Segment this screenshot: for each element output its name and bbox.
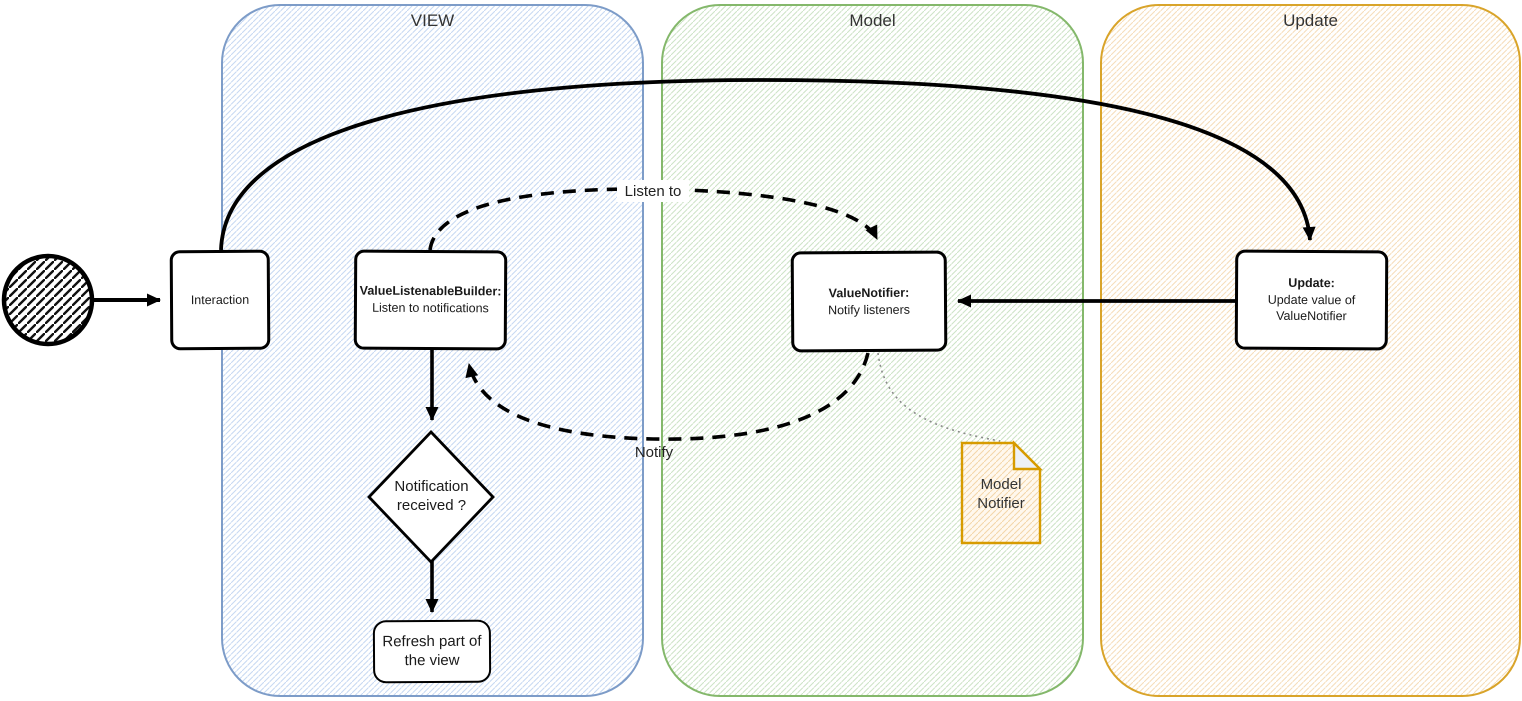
- value-notifier-node: ValueNotifier: Notify listeners: [790, 250, 948, 353]
- update-container: [1100, 4, 1521, 697]
- edge-notify: [465, 352, 870, 441]
- notify-edge-label: Notify: [634, 443, 674, 461]
- interaction-label: Interaction: [190, 292, 250, 307]
- edge-interaction-to-update: [219, 78, 1316, 251]
- refresh-node: Refresh part of the view: [372, 619, 492, 684]
- update-container-title: Update: [1283, 11, 1338, 30]
- model-container-title: Model: [849, 11, 896, 30]
- decision-diamond: [367, 429, 495, 565]
- note-label: Model Notifier: [977, 476, 1025, 512]
- listen-to-edge-label: Listen to: [617, 180, 689, 202]
- update-node: Update: Update value of ValueNotifier: [1234, 249, 1389, 351]
- update-node-title: Update:: [1288, 275, 1335, 290]
- value-notifier-title: ValueNotifier:: [828, 285, 910, 300]
- view-container-title: VIEW: [410, 11, 455, 30]
- value-listenable-builder-subtitle: Listen to notifications: [372, 300, 489, 316]
- start-state-circle: [1, 253, 95, 347]
- value-listenable-builder-node: ValueListenableBuilder: Listen to notifi…: [353, 249, 508, 351]
- update-node-subtitle: Update value of ValueNotifier: [1267, 292, 1356, 324]
- value-listenable-builder-title: ValueListenableBuilder:: [359, 283, 502, 299]
- refresh-label: Refresh part of the view: [382, 632, 482, 669]
- value-notifier-subtitle: Notify listeners: [828, 302, 911, 317]
- note-fold-corner: [1012, 440, 1043, 471]
- decision-label: Notification received ?: [394, 478, 469, 514]
- interaction-node: Interaction: [169, 249, 271, 351]
- edge-listen-to: [428, 187, 879, 251]
